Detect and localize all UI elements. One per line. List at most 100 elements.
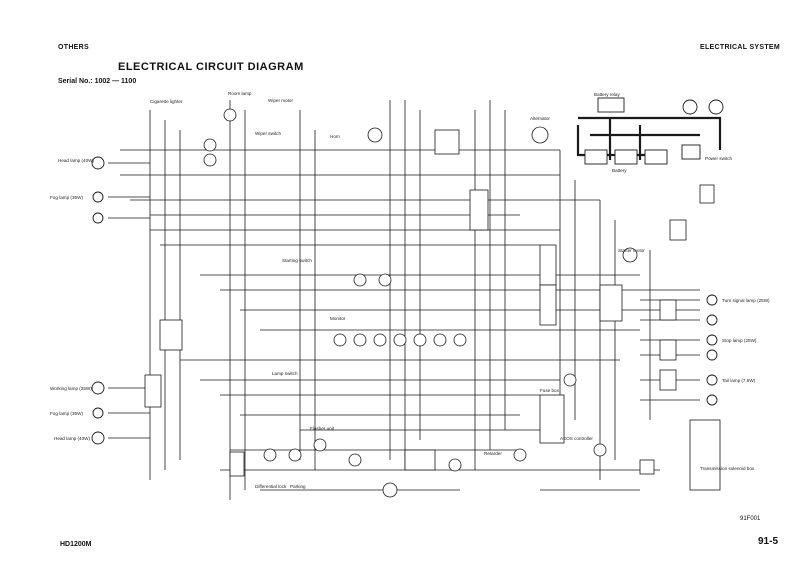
label-fog-lamp-right: Fog lamp (35W): [50, 411, 83, 416]
gauge-symbol: [203, 153, 217, 167]
gauge-symbol: [593, 443, 607, 457]
left-lamps: [91, 156, 105, 445]
label-starting-switch: Starting switch: [282, 258, 312, 263]
label-horn: Horn: [330, 134, 340, 139]
label-aeos-controller: AEOS controller: [560, 436, 593, 441]
figure-number: 91F001: [740, 516, 761, 522]
gauge-symbol: [413, 333, 427, 347]
label-differential-lock: Differential lock: [255, 484, 287, 489]
lamp-symbol: [706, 294, 718, 306]
gauge-symbol: [433, 333, 447, 347]
label-alternator: Alternator: [530, 116, 550, 121]
connector-block: [539, 394, 565, 444]
connector-block: [669, 219, 687, 241]
lamp-symbol: [92, 212, 104, 224]
gauge-symbol: [353, 273, 367, 287]
lamp-symbol: [706, 349, 718, 361]
gauge-symbol: [223, 108, 237, 122]
label-fog-lamp-left: Fog lamp (35W): [50, 195, 83, 200]
header-section-left: OTHERS: [58, 44, 89, 51]
lamp-symbol: [92, 407, 104, 419]
gauge-symbol: [531, 126, 549, 144]
gauge-symbol: [513, 448, 527, 462]
lamp-symbol: [706, 334, 718, 346]
label-monitor: Monitor: [330, 316, 346, 321]
label-room-lamp: Room lamp: [228, 91, 252, 96]
component-labels: Battery relay Battery Power switch Start…: [50, 91, 770, 489]
gauge-symbol: [563, 373, 577, 387]
page-number: 91-5: [758, 536, 779, 547]
label-head-lamp-left: Head lamp (40W): [58, 158, 94, 163]
label-working-lamp: Working lamp (35W): [50, 386, 92, 391]
serial-number: Serial No.: 1002 — 1100: [58, 78, 137, 85]
lamp-symbol: [706, 394, 718, 406]
label-cigarette-lighter: Cigarette lighter: [150, 99, 183, 104]
connector-block: [144, 374, 162, 408]
label-turn-signal-lamp: Turn signal lamp (25W): [722, 298, 770, 303]
battery-relay: [597, 97, 625, 113]
label-lamp-switch: Lamp switch: [272, 371, 298, 376]
gauge-symbol: [203, 138, 217, 152]
heavy-cable: [578, 116, 722, 150]
diagram-title: ELECTRICAL CIRCUIT DIAGRAM: [118, 61, 304, 73]
power-switch: [681, 144, 701, 160]
gauge-symbol: [373, 333, 387, 347]
gauge-symbol: [378, 273, 392, 287]
label-head-lamp-right: Head lamp (40W): [54, 436, 90, 441]
lamp-symbol: [706, 314, 718, 326]
header-section-right: ELECTRICAL SYSTEM: [700, 44, 781, 51]
motor-symbol: [682, 99, 698, 115]
label-starter-motor: Starter motor: [618, 248, 645, 253]
label-tail-lamp: Tail lamp (7.5W): [722, 378, 756, 383]
connector-block: [469, 189, 489, 231]
connector-block: [434, 129, 460, 155]
battery: [644, 149, 668, 165]
label-parking: Parking: [290, 484, 306, 489]
gauge-symbol: [348, 453, 362, 467]
label-retarder: Retarder: [484, 451, 502, 456]
connector-block: [159, 319, 183, 351]
label-battery-relay: Battery relay: [594, 92, 620, 97]
connector-block: [689, 419, 721, 491]
gauge-symbol: [353, 333, 367, 347]
battery: [584, 149, 608, 165]
gauge-symbol: [453, 333, 467, 347]
gauge-symbol: [622, 247, 638, 263]
connector-block: [699, 184, 715, 204]
connector-block: [404, 449, 436, 471]
lamp-symbol: [91, 431, 105, 445]
label-fuse-box: Fuse box: [540, 388, 560, 393]
connector-block: [659, 339, 677, 361]
connector-block: [659, 369, 677, 391]
gauge-symbol: [288, 448, 302, 462]
battery-units: [584, 97, 724, 165]
label-transmission-solenoid: Transmission solenoid box: [700, 466, 755, 471]
lamp-symbol: [91, 381, 105, 395]
label-flasher-unit: Flasher unit: [310, 426, 335, 431]
gauge-symbol: [333, 333, 347, 347]
gauge-symbol: [313, 438, 327, 452]
gauge-symbol: [448, 458, 462, 472]
gauge-symbol: [367, 127, 383, 143]
right-lamps: [706, 294, 718, 406]
connector-block: [539, 244, 557, 286]
gauge-symbol: [263, 448, 277, 462]
battery: [614, 149, 638, 165]
lamp-symbol: [706, 374, 718, 386]
connector-block: [659, 299, 677, 321]
gauge-symbol: [393, 333, 407, 347]
connector-block: [599, 284, 623, 322]
model-number: HD1200M: [60, 541, 92, 548]
label-power-switch: Power switch: [705, 156, 733, 161]
lamp-symbol: [92, 191, 104, 203]
motor-symbol: [708, 99, 724, 115]
wiring: [108, 100, 700, 500]
label-wiper-switch: Wiper switch: [255, 131, 281, 136]
gauge-symbol: [382, 482, 398, 498]
connector-block: [639, 459, 655, 475]
connectors: [144, 129, 721, 491]
connector-block: [229, 451, 245, 477]
connector-block: [539, 284, 557, 326]
lamp-symbol: [91, 156, 105, 170]
